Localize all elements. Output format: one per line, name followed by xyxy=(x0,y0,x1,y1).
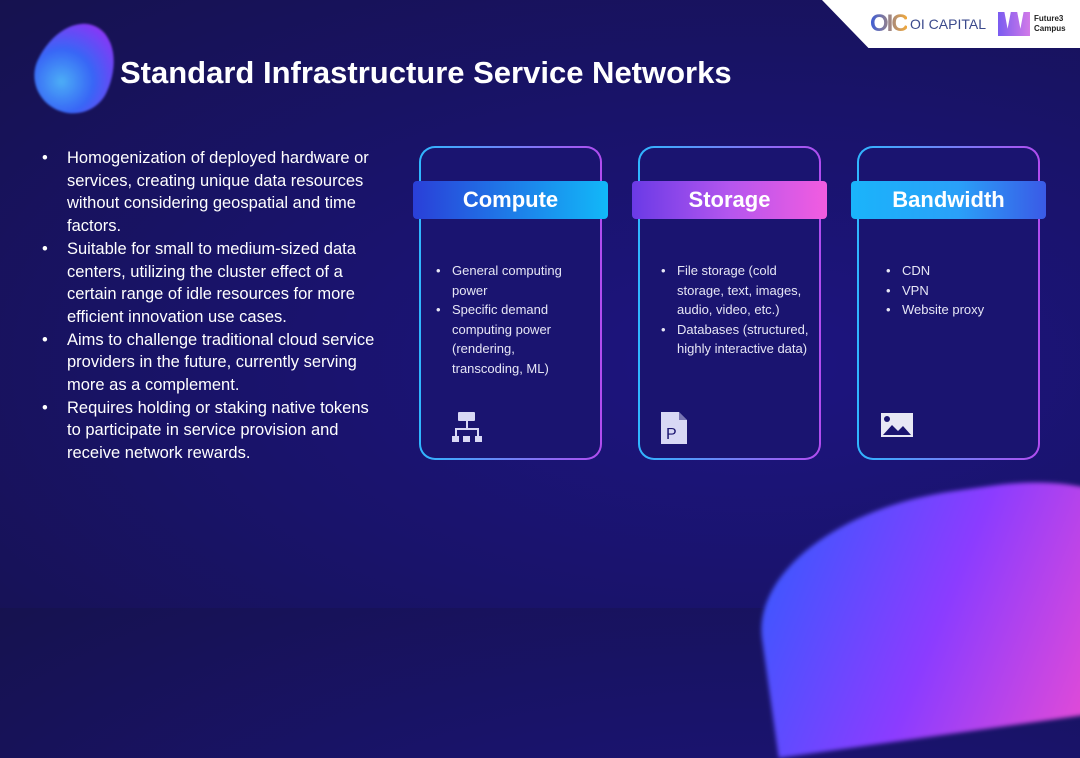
decorative-blob-bottom xyxy=(745,461,1080,758)
list-item: Specific demand computing power (renderi… xyxy=(436,300,586,378)
card-title-compute: Compute xyxy=(413,181,608,219)
future3-logo-mark xyxy=(998,12,1030,36)
list-item: Website proxy xyxy=(886,300,1036,320)
oic-logo: OIC xyxy=(870,10,909,37)
decorative-blob-top xyxy=(22,10,130,126)
bandwidth-list: CDN VPN Website proxy xyxy=(886,261,1036,320)
logo-bar xyxy=(822,0,1080,48)
list-item: VPN xyxy=(886,281,1036,301)
network-hierarchy-icon xyxy=(452,412,482,442)
card-title-bandwidth: Bandwidth xyxy=(851,181,1046,219)
bullet: Aims to challenge traditional cloud serv… xyxy=(42,329,387,397)
bullet: Suitable for small to medium-sized data … xyxy=(42,238,387,329)
main-bullet-list: Homogenization of deployed hardware or s… xyxy=(42,147,387,465)
bullet: Homogenization of deployed hardware or s… xyxy=(42,147,387,238)
slide-title: Standard Infrastructure Service Networks xyxy=(120,55,732,90)
list-item: Databases (structured, highly interactiv… xyxy=(661,320,811,359)
bullet: Requires holding or staking native token… xyxy=(42,397,387,465)
card-title-storage: Storage xyxy=(632,181,827,219)
image-icon xyxy=(881,413,913,437)
svg-text:P: P xyxy=(666,426,677,443)
list-item: File storage (cold storage, text, images… xyxy=(661,261,811,320)
document-file-icon: P xyxy=(661,412,687,444)
list-item: CDN xyxy=(886,261,1036,281)
oic-capital-name: OI CAPITAL xyxy=(910,16,986,32)
storage-list: File storage (cold storage, text, images… xyxy=(661,261,811,359)
list-item: General computing power xyxy=(436,261,586,300)
compute-list: General computing power Specific demand … xyxy=(436,261,586,378)
